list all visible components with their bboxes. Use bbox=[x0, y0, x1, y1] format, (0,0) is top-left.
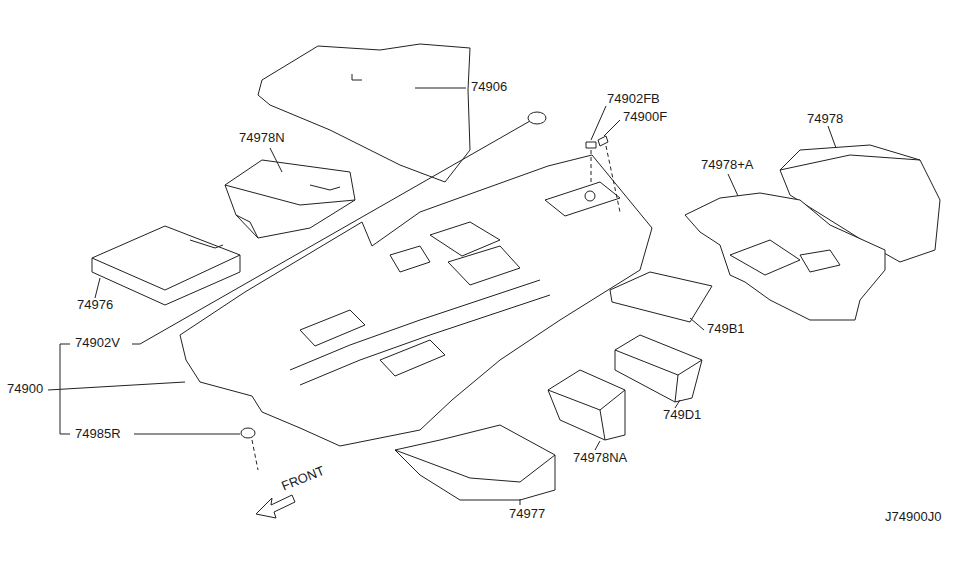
direction-label: FRONT bbox=[279, 463, 328, 494]
rear-mat bbox=[258, 44, 470, 182]
part-number: 74985R bbox=[74, 427, 122, 441]
part-number: 74978 bbox=[806, 112, 844, 126]
front-arrow bbox=[256, 495, 295, 518]
leader-lines bbox=[48, 88, 836, 505]
part-number: 74978N bbox=[238, 131, 286, 145]
part-number: 74906 bbox=[470, 80, 508, 94]
diagram-code: J74900J0 bbox=[884, 510, 942, 524]
side-box bbox=[548, 370, 625, 440]
floor-mat bbox=[610, 272, 712, 322]
front-tray bbox=[395, 425, 555, 500]
part-number: 74976 bbox=[76, 298, 114, 312]
part-number: 749B1 bbox=[706, 322, 746, 336]
part-number: 74902V bbox=[74, 336, 121, 350]
floor-tray bbox=[92, 226, 240, 305]
part-number: 74978NA bbox=[572, 451, 628, 465]
storage-box bbox=[225, 160, 355, 238]
part-number: 74900 bbox=[6, 382, 44, 396]
cargo-mat bbox=[685, 193, 885, 320]
part-number: 74902FB bbox=[606, 92, 661, 106]
part-number: 74900F bbox=[622, 110, 668, 124]
part-number: 74977 bbox=[508, 507, 546, 521]
part-number: 74978+A bbox=[700, 158, 754, 172]
floor-box bbox=[615, 335, 702, 402]
part-number: 749D1 bbox=[662, 408, 702, 422]
floor-carpet bbox=[180, 155, 652, 446]
